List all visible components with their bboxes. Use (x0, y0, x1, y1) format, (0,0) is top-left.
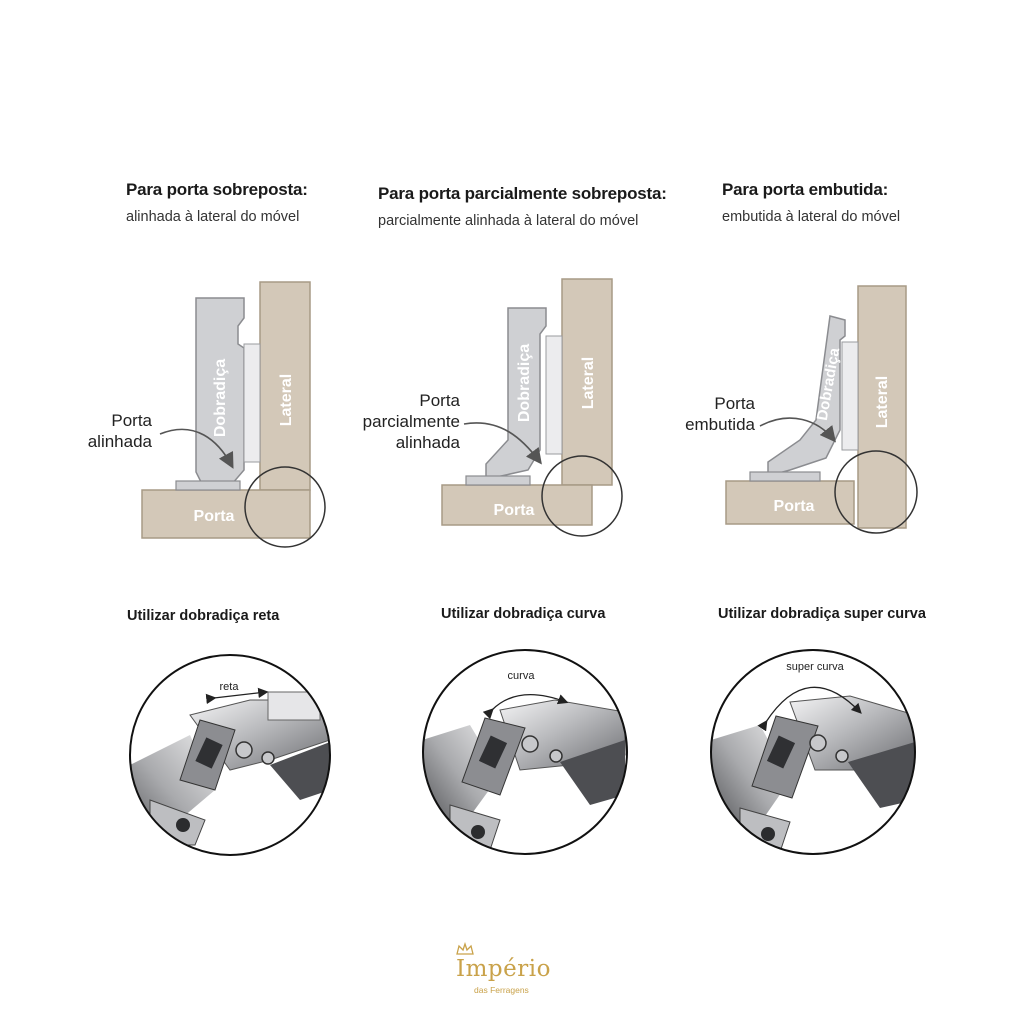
hinge-curved (485, 307, 547, 479)
hinge-photo-curved: curva (422, 649, 628, 855)
diagram-full-overlay: Dobradiça Lateral Porta (141, 281, 326, 548)
column-title-inset: Para porta embutida: (722, 180, 889, 199)
door-panel (725, 480, 855, 525)
callout-full-overlay: Porta alinhada (60, 410, 152, 452)
arrow-label: super curva (786, 661, 844, 673)
logo-tagline: das Ferragens (474, 985, 529, 995)
column-title-full-overlay: Para porta sobreposta: (126, 180, 308, 199)
side-label: Lateral (874, 376, 891, 428)
side-panel (561, 278, 613, 486)
arrow-label: reta (220, 681, 240, 693)
arrow-label: curva (508, 670, 536, 682)
detail-circle (834, 450, 918, 534)
callout-line: Porta (111, 411, 152, 430)
hinge-photo-straight: reta (129, 654, 331, 856)
crown-icon (456, 942, 474, 955)
mounting-diagrams: Dobradiça Lateral Porta Dobradiça Latera… (141, 278, 918, 548)
callout-arrow (759, 417, 837, 443)
column-title-half-overlay: Para porta parcialmente sobreposta: (378, 184, 667, 203)
callout-line: embutida (685, 415, 755, 434)
logo-name: Império (456, 956, 551, 982)
mounting-plate (243, 343, 261, 463)
hinge-plate (749, 471, 821, 482)
callout-arrow (159, 428, 234, 469)
callout-half-overlay: Porta parcialmente alinhada (330, 390, 460, 453)
detail-circle (244, 466, 326, 548)
side-panel (259, 281, 311, 491)
callout-line: Porta (714, 394, 755, 413)
side-label: Lateral (580, 357, 597, 409)
callout-inset: Porta embutida (660, 393, 755, 435)
door-label: Porta (494, 502, 535, 519)
hinge-label: Dobradiça (212, 359, 229, 437)
door-label: Porta (194, 508, 235, 525)
hinge-plate (465, 475, 531, 486)
hinge-photos: reta curva (129, 649, 916, 856)
side-panel (857, 285, 907, 529)
hinge-type-title-straight: Utilizar dobradiça reta (127, 608, 280, 624)
callout-line: parcialmente (362, 412, 460, 431)
callout-line: alinhada (87, 432, 152, 451)
mounting-plate (545, 335, 563, 455)
side-label: Lateral (278, 374, 295, 426)
hinge-photo-super-curved: super curva (710, 649, 916, 855)
hinge-label: Dobradiça (516, 344, 533, 422)
brand-logo: Império das Ferragens (452, 942, 562, 1012)
column-subtitle-half-overlay: parcialmente alinhada à lateral do móvel (378, 213, 639, 229)
callout-line: Porta (419, 391, 460, 410)
callout-line: alinhada (395, 433, 460, 452)
door-panel (141, 489, 311, 539)
diagram-inset: Dobradiça Lateral Porta (725, 285, 918, 534)
door-label: Porta (774, 498, 815, 515)
hinge-plate (175, 480, 241, 491)
diagram-half-overlay: Dobradiça Lateral Porta (441, 278, 623, 537)
column-subtitle-full-overlay: alinhada à lateral do móvel (126, 209, 300, 225)
callout-arrow (463, 422, 542, 465)
detail-circle (541, 455, 623, 537)
hinge-type-title-curved: Utilizar dobradiça curva (441, 606, 606, 622)
column-subtitle-inset: embutida à lateral do móvel (722, 209, 901, 225)
mounting-plate (841, 341, 859, 451)
hinge-type-title-super-curved: Utilizar dobradiça super curva (718, 606, 926, 622)
